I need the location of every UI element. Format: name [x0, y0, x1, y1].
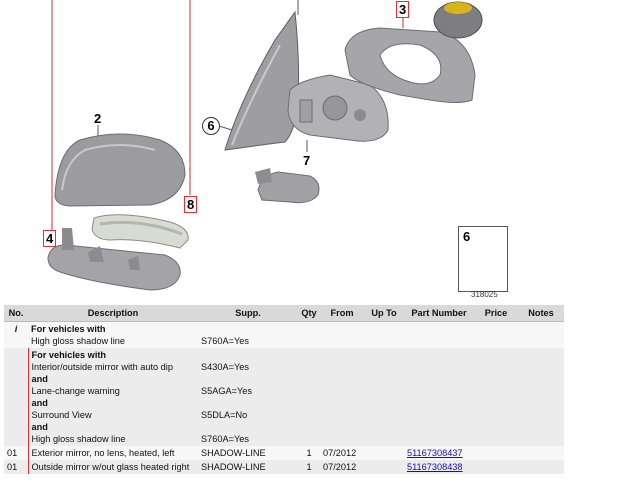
callout-7[interactable]: 7: [303, 153, 311, 168]
mirror-exploded-view: [47, 0, 501, 291]
row-upto: [364, 460, 404, 474]
callout-8[interactable]: 8: [184, 196, 198, 213]
reference-number: 318025: [471, 290, 498, 299]
header-part-number[interactable]: Part Number: [404, 305, 474, 322]
row-from: 07/2012: [320, 446, 364, 460]
note-description: For vehicles with Interior/outside mirro…: [27, 348, 198, 446]
header-upto[interactable]: Up To: [364, 305, 404, 322]
header-description[interactable]: Description: [28, 305, 198, 322]
callout-6[interactable]: 6: [202, 117, 220, 135]
row-description: Outside mirror w/out glass heated right: [27, 460, 198, 474]
table-row: 01 Outside mirror w/out glass heated rig…: [4, 460, 564, 474]
fastener-box: 6: [458, 226, 508, 292]
note-row: For vehicles with Interior/outside mirro…: [4, 348, 564, 446]
callout-2[interactable]: 2: [94, 111, 102, 126]
note-condition: High gloss shadow line: [31, 434, 126, 444]
header-notes[interactable]: Notes: [518, 305, 564, 322]
row-notes: [518, 446, 564, 460]
header-supp[interactable]: Supp.: [198, 305, 298, 322]
note-supp: S760A=Yes: [198, 321, 298, 348]
parts-diagram: 6 2 3 4 6 7 8 318025: [43, 0, 508, 299]
info-icon: i: [4, 321, 28, 348]
header-from[interactable]: From: [320, 305, 364, 322]
row-no: 01: [4, 460, 28, 474]
header-price[interactable]: Price: [474, 305, 518, 322]
header-qty[interactable]: Qty: [298, 305, 320, 322]
parts-table: No. Description Supp. Qty From Up To Par…: [4, 305, 564, 474]
note-row: i For vehicles with High gloss shadow li…: [4, 321, 564, 348]
note-condition: Lane-change warning: [31, 386, 120, 396]
fastener-number: 6: [463, 229, 471, 244]
row-upto: [364, 446, 404, 460]
row-supp: SHADOW-LINE: [198, 446, 298, 460]
row-part-number[interactable]: 51167308438: [404, 460, 474, 474]
note-condition: Interior/outside mirror with auto dip: [31, 362, 173, 372]
note-title: For vehicles with: [31, 350, 107, 360]
row-no: 01: [4, 446, 28, 460]
row-from: 07/2012: [320, 460, 364, 474]
row-supp: SHADOW-LINE: [198, 460, 298, 474]
note-condition: Surround View: [31, 410, 92, 420]
note-description: For vehicles with High gloss shadow line: [28, 321, 198, 348]
callout-4[interactable]: 4: [43, 230, 57, 247]
note-condition: High gloss shadow line: [31, 336, 125, 346]
note-and: and: [31, 374, 48, 384]
callout-3[interactable]: 3: [396, 1, 410, 18]
note-supp: S430A=Yes S5AGA=Yes S5DLA=No S760A=Yes: [198, 348, 298, 446]
row-description: Exterior mirror, no lens, heated, left: [27, 446, 198, 460]
row-qty: 1: [298, 460, 320, 474]
row-notes: [518, 460, 564, 474]
row-part-number[interactable]: 51167308437: [404, 446, 474, 460]
table-row: 01 Exterior mirror, no lens, heated, lef…: [4, 446, 564, 460]
row-price: [474, 446, 518, 460]
row-qty: 1: [298, 446, 320, 460]
part-number-link[interactable]: 51167308438: [407, 462, 463, 472]
note-and: and: [31, 422, 48, 432]
header-no[interactable]: No.: [4, 305, 28, 322]
row-price: [474, 460, 518, 474]
note-title: For vehicles with: [31, 324, 106, 334]
part-number-link[interactable]: 51167308437: [407, 448, 463, 458]
table-header-row: No. Description Supp. Qty From Up To Par…: [4, 305, 564, 322]
note-and: and: [31, 398, 48, 408]
